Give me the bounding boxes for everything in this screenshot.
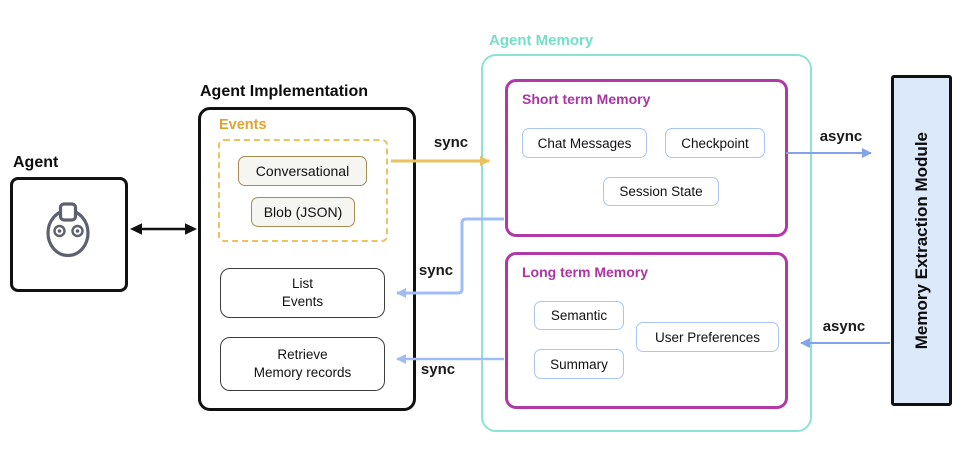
retrieve-memory-records-box: Retrieve Memory records (220, 337, 385, 391)
async-label-bottom: async (822, 318, 866, 335)
short-term-memory-title: Short term Memory (522, 91, 651, 107)
memory-extraction-module-title: Memory Extraction Module (911, 131, 931, 350)
chat-messages-chip: Chat Messages (522, 128, 647, 158)
list-events-line2: Events (281, 294, 324, 309)
events-group-label: Events (219, 117, 267, 133)
implementation-title: Agent Implementation (200, 83, 369, 100)
checkpoint-chip: Checkpoint (665, 128, 765, 158)
short-term-memory-box: Short term Memory Chat Messages Checkpoi… (505, 79, 788, 237)
session-state-chip: Session State (603, 177, 719, 206)
sync-label-bottom: sync (420, 361, 456, 378)
semantic-chip: Semantic (534, 301, 624, 330)
agent-memory-box: Short term Memory Chat Messages Checkpoi… (481, 54, 812, 432)
sync-label-top: sync (433, 134, 469, 151)
async-label-top: async (819, 128, 863, 145)
retrieve-line2: Memory records (253, 365, 352, 380)
events-dashed-group: Conversational Blob (JSON) (218, 139, 388, 242)
long-term-memory-box: Long term Memory Semantic User Preferenc… (505, 252, 788, 409)
long-term-memory-title: Long term Memory (522, 264, 649, 280)
robot-icon (46, 202, 90, 258)
sync-label-middle: sync (418, 262, 454, 279)
agent-implementation-bidirectional-arrow (130, 223, 197, 235)
retrieve-line1: Retrieve (277, 346, 328, 362)
blob-json-chip: Blob (JSON) (251, 197, 355, 227)
summary-chip: Summary (534, 349, 624, 379)
user-preferences-chip: User Preferences (636, 322, 779, 352)
conversational-chip: Conversational (238, 156, 367, 186)
list-events-line1: List (291, 275, 313, 291)
memory-extraction-module-box: Memory Extraction Module (891, 75, 952, 406)
agent-title: Agent (13, 154, 59, 171)
agent-box (10, 177, 128, 292)
agent-implementation-box: Events Conversational Blob (JSON) List E… (198, 107, 416, 411)
agent-memory-title: Agent Memory (489, 32, 594, 49)
list-events-box: List Events (220, 268, 385, 318)
